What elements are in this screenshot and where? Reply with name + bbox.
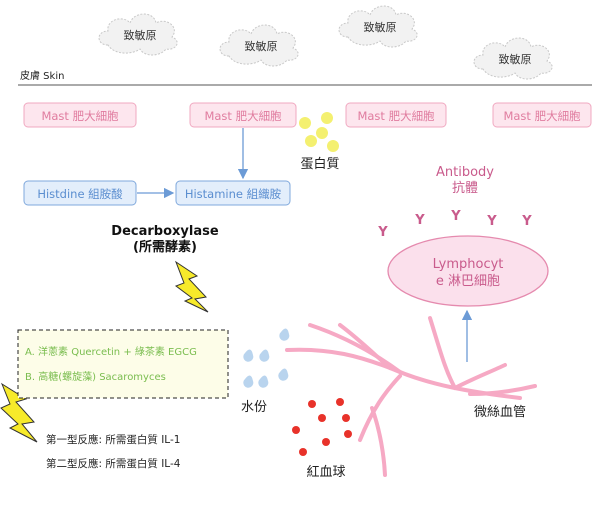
- red-blood-cells: [292, 398, 352, 456]
- histamine-box: Histamine 組織胺: [175, 180, 291, 206]
- capillary-vessels: [285, 316, 537, 477]
- mast-cell-box: Mast 肥大細胞: [345, 102, 447, 128]
- allergen-cloud: 致敏原: [338, 5, 418, 48]
- lymphocyte-cell: Lymphocyt e 淋巴細胞: [387, 235, 549, 307]
- protein-label: 蛋白質: [300, 156, 339, 172]
- allergen-label: 致敏原: [364, 20, 397, 34]
- mast-cell-label: Mast 肥大細胞: [204, 109, 282, 123]
- mast-cell-label: Mast 肥大細胞: [41, 109, 119, 123]
- histidine-label: Histdine 組胺酸: [37, 187, 123, 201]
- antibody-symbols: Y Y Y Y Y: [377, 209, 532, 240]
- remedy-a: A. 洋蔥素 Quercetin + 綠茶素 EGCG: [25, 345, 197, 358]
- water-droplets: [243, 328, 290, 388]
- histidine-box: Histdine 組胺酸: [23, 180, 137, 206]
- antibody-y-icon: Y: [521, 214, 532, 229]
- skin-label: 皮膚 Skin: [20, 69, 64, 82]
- decarboxylase-title: Decarboxylase: [111, 224, 219, 239]
- histamine-label: Histamine 組織胺: [185, 187, 282, 201]
- protein-dots: [299, 112, 339, 152]
- reaction-type-2: 第二型反應: 所需蛋白質 IL-4: [46, 457, 181, 470]
- antibody-y-icon: Y: [450, 209, 461, 224]
- remedy-b: B. 高糖(螺旋藻) Sacaromyces: [25, 370, 166, 383]
- droplet-icon: [259, 349, 270, 362]
- cloud-icon: [338, 5, 418, 48]
- droplet-icon: [243, 375, 254, 388]
- allergen-cloud: 致敏原: [473, 37, 553, 80]
- decarboxylase-subtitle: (所需酵素): [133, 239, 197, 255]
- mast-cell-label: Mast 肥大細胞: [357, 109, 435, 123]
- antibody-y-icon: Y: [414, 213, 425, 228]
- droplet-icon: [278, 368, 289, 381]
- cloud-icon: [98, 13, 178, 56]
- mast-cell-box: Mast 肥大細胞: [23, 102, 137, 128]
- capillary-label: 微絲血管: [474, 405, 526, 420]
- remedies-box: A. 洋蔥素 Quercetin + 綠茶素 EGCG B. 高糖(螺旋藻) S…: [17, 329, 229, 399]
- allergen-label: 致敏原: [245, 39, 278, 53]
- cloud-icon: [473, 37, 553, 80]
- rbc-label: 紅血球: [306, 465, 345, 480]
- droplet-icon: [258, 375, 269, 388]
- antibody-y-icon: Y: [486, 214, 497, 229]
- allergen-label: 致敏原: [499, 52, 532, 66]
- antibody-y-icon: Y: [377, 225, 388, 240]
- lymphocyte-title: Lymphocyt: [433, 257, 504, 272]
- droplet-icon: [243, 349, 254, 362]
- lightning-bolt-icon: [174, 260, 209, 313]
- allergen-cloud: 致敏原: [98, 13, 178, 56]
- cloud-icon: [219, 24, 299, 67]
- antibody-subtitle: 抗體: [452, 181, 478, 196]
- reaction-type-1: 第一型反應: 所需蛋白質 IL-1: [46, 433, 180, 446]
- allergen-cloud: 致敏原: [219, 24, 299, 67]
- lightning-bolt-icon: [0, 382, 38, 443]
- lymphocyte-subtitle: e 淋巴細胞: [436, 274, 500, 289]
- mast-cell-label: Mast 肥大細胞: [503, 109, 581, 123]
- allergen-label: 致敏原: [124, 28, 157, 42]
- antibody-title: Antibody: [436, 165, 494, 180]
- mast-cell-box: Mast 肥大細胞: [189, 102, 297, 128]
- water-label: 水份: [241, 400, 267, 415]
- droplet-icon: [279, 328, 290, 341]
- mast-cell-box: Mast 肥大細胞: [492, 102, 592, 128]
